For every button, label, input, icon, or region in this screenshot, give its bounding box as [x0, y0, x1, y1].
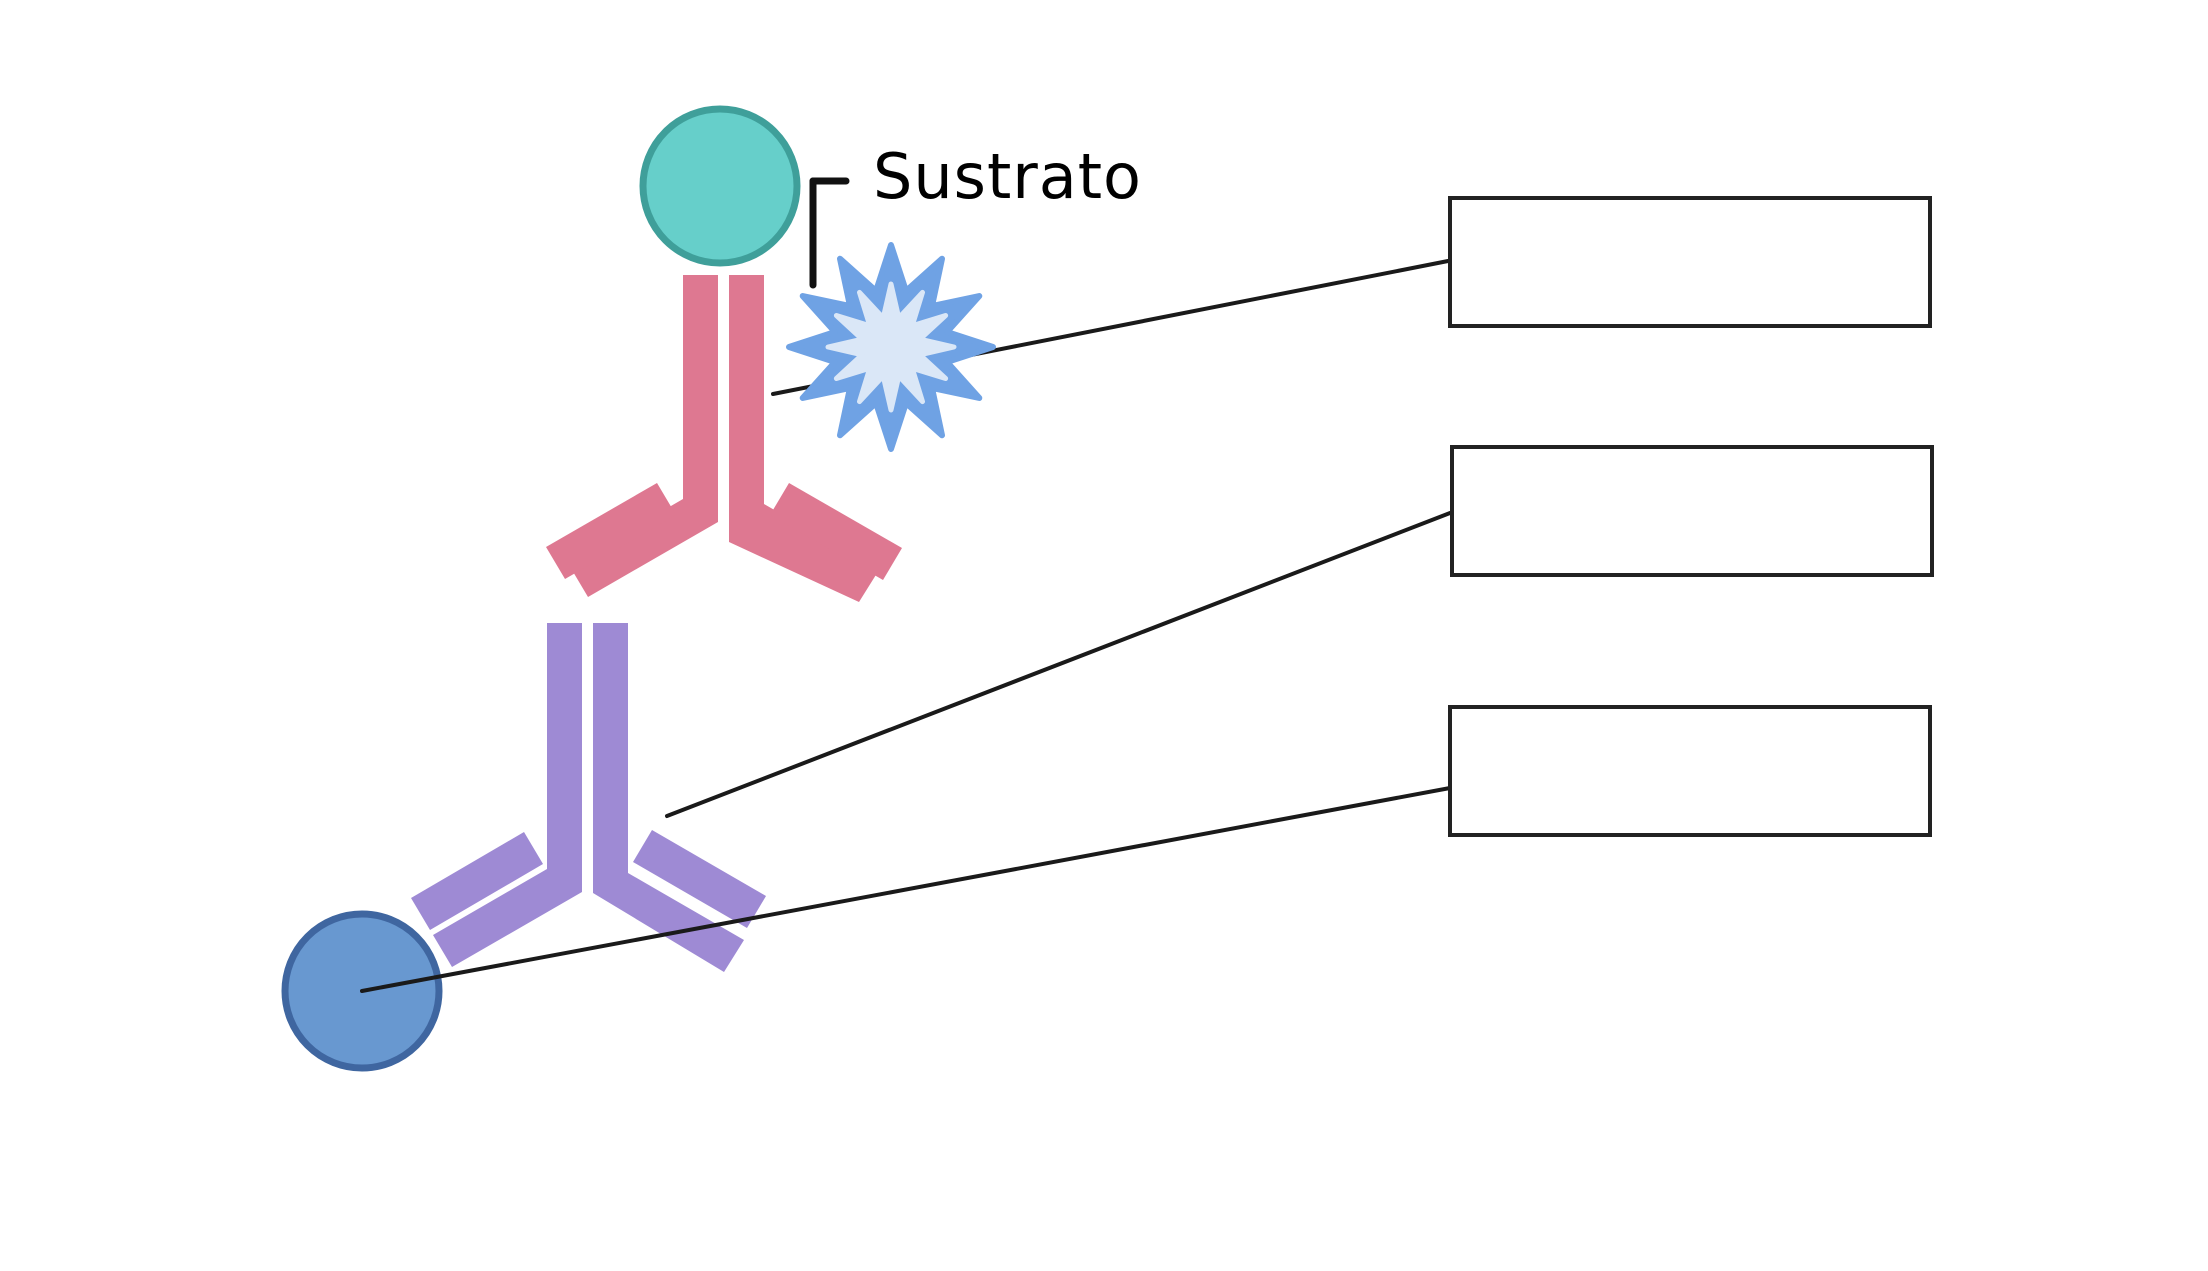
- primary-antibody-heavy-left: [569, 275, 718, 597]
- answer-box-3[interactable]: [1448, 705, 1932, 837]
- leader-line-middle: [665, 511, 1452, 818]
- substrate-label: Sustrato: [873, 140, 1142, 213]
- secondary-antibody-heavy-left: [433, 623, 582, 967]
- substrate-circle: [639, 105, 801, 267]
- primary-antibody-light-right: [770, 483, 902, 580]
- secondary-antibody-heavy-right: [593, 623, 744, 972]
- secondary-antibody: [411, 623, 766, 972]
- primary-antibody: [546, 275, 902, 602]
- primary-antibody-heavy-right: [729, 275, 879, 602]
- secondary-antibody-light-right: [633, 830, 766, 928]
- enzyme-burst: [786, 242, 996, 452]
- answer-box-1[interactable]: [1448, 196, 1932, 328]
- leader-line-bottom: [360, 786, 1452, 993]
- secondary-antibody-light-left: [411, 832, 543, 930]
- primary-antibody-light-left: [546, 483, 676, 579]
- answer-box-2[interactable]: [1450, 445, 1934, 577]
